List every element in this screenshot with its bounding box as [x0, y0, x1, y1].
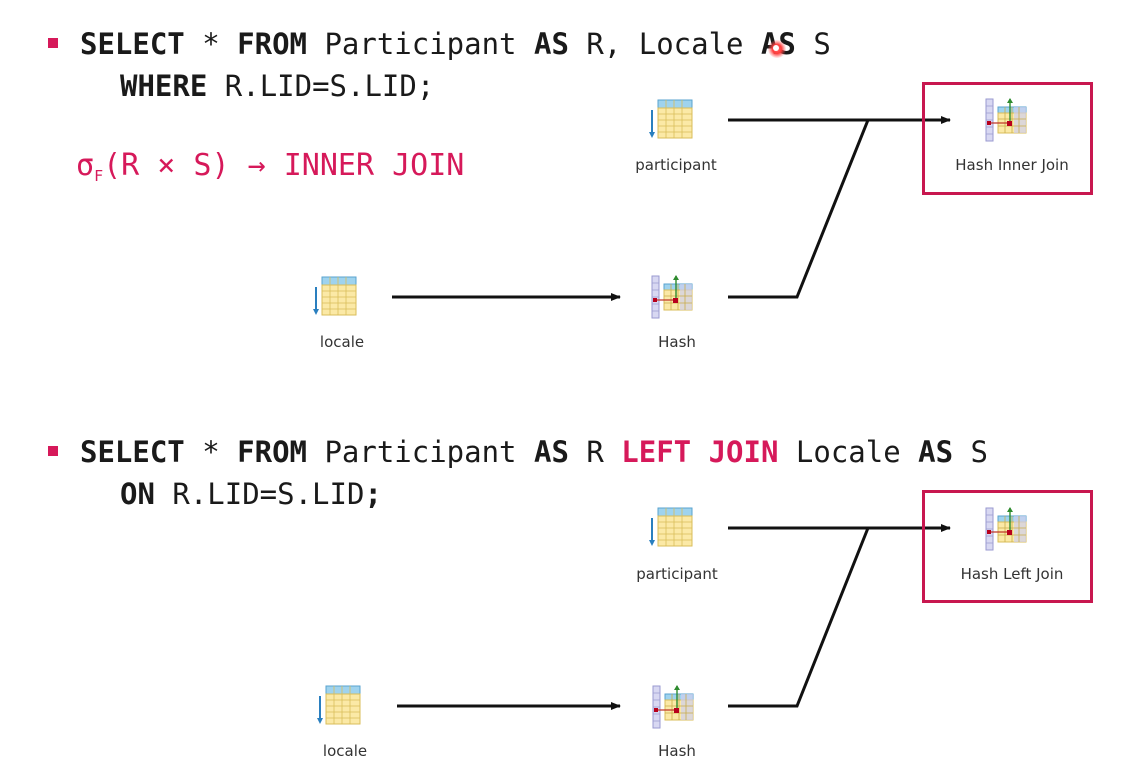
as-keyword: AS — [533, 435, 569, 469]
sigma-subscript: F — [94, 167, 104, 185]
select-keyword: SELECT — [80, 435, 185, 469]
node-label-hash: Hash — [658, 333, 696, 351]
bullet-1 — [48, 38, 58, 48]
join-highlight-box — [922, 490, 1093, 603]
table-scan-icon — [317, 685, 361, 725]
alias-s: S — [953, 435, 988, 469]
from-keyword: FROM — [237, 27, 307, 61]
edge-hash-join — [728, 527, 870, 708]
table-name-locale: Locale — [778, 435, 919, 469]
node-label-locale: locale — [322, 742, 368, 760]
bullet-2 — [48, 446, 58, 456]
node-label-locale: locale — [319, 333, 365, 351]
on-keyword: ON — [120, 477, 155, 511]
where-condition: R.LID=S.LID; — [207, 69, 435, 103]
table-name: Participant — [307, 27, 534, 61]
from-keyword: FROM — [237, 435, 307, 469]
join-highlight-box — [922, 82, 1093, 195]
as-keyword: AS — [918, 435, 954, 469]
star: * — [184, 27, 238, 61]
hash-icon — [652, 685, 694, 729]
hash-join-icon — [985, 507, 1027, 551]
query2-line1: SELECT * FROM Participant AS R LEFT JOIN… — [80, 434, 988, 470]
on-condition: R.LID=S.LID — [154, 477, 365, 511]
table-scan-icon — [649, 507, 693, 547]
edge-hash-join — [728, 119, 870, 299]
hash-icon — [651, 275, 693, 319]
semicolon: ; — [364, 477, 382, 511]
node-label-participant: participant — [636, 565, 718, 583]
alias-r: R, Locale — [568, 27, 761, 61]
star: * — [184, 435, 238, 469]
as-keyword: AS — [533, 27, 569, 61]
node-label-hash: Hash — [658, 742, 696, 760]
node-label-participant: participant — [635, 156, 717, 174]
alias-s: S — [795, 27, 831, 61]
table-scan-icon — [649, 99, 693, 139]
query2-line2: ON R.LID=S.LID; — [120, 476, 382, 512]
left-join-keyword: LEFT JOIN — [621, 435, 779, 469]
node-label-join: Hash Inner Join — [955, 156, 1069, 174]
hash-join-icon — [985, 98, 1027, 142]
query1-line1: SELECT * FROM Participant AS R, Locale A… — [80, 26, 831, 62]
formula-expression: (R × S) → INNER JOIN — [103, 148, 465, 183]
where-keyword: WHERE — [120, 69, 208, 103]
table-name: Participant — [307, 435, 534, 469]
select-keyword: SELECT — [80, 27, 185, 61]
selection-formula: σF(R × S) → INNER JOIN — [76, 148, 464, 194]
node-label-join: Hash Left Join — [960, 565, 1064, 583]
sigma-symbol: σ — [76, 148, 95, 183]
alias-r: R — [568, 435, 622, 469]
query1-line2: WHERE R.LID=S.LID; — [120, 68, 434, 104]
table-scan-icon — [313, 276, 357, 316]
pointer-cursor — [768, 40, 786, 58]
